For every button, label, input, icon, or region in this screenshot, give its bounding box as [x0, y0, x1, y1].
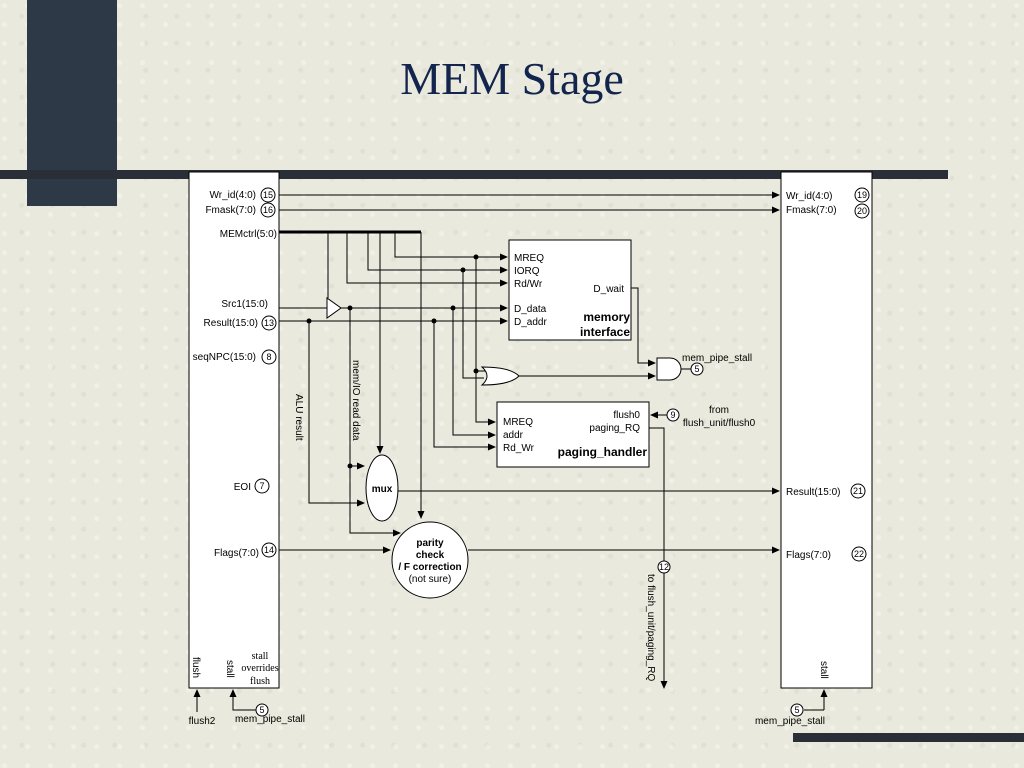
- alu-result-label: ALU result: [293, 394, 304, 441]
- num-label: 12: [659, 562, 669, 572]
- num-label: 22: [854, 549, 864, 559]
- memory-interface-block: [508, 239, 632, 341]
- num-circle: [690, 362, 704, 376]
- mi-input-iorq: IORQ: [514, 266, 540, 277]
- mem-pipe-stall-label-top: mem_pipe_stall: [682, 353, 752, 364]
- mux-element: [365, 454, 399, 522]
- left-port-src1: Src1(15:0): [221, 299, 268, 310]
- right-port-flags: Flags(7:0): [786, 550, 831, 561]
- left-flush-label: flush: [190, 657, 201, 678]
- or-gate: [480, 366, 520, 386]
- ph-input-addr: addr: [503, 430, 524, 441]
- junction-dot: [347, 463, 353, 469]
- num-circle: [261, 349, 277, 365]
- left-port-flags: Flags(7:0): [214, 548, 259, 559]
- left-port-eoi: EOI: [234, 482, 251, 493]
- mi-output-dwait: D_wait: [593, 284, 624, 295]
- paging-handler-block: [496, 401, 650, 468]
- num-label: 16: [263, 205, 273, 215]
- left-port-fmask: Fmask(7:0): [205, 205, 256, 216]
- junction-dot: [473, 254, 479, 260]
- mi-input-daddr: D_addr: [514, 317, 547, 328]
- parity-label-4: (not sure): [409, 574, 452, 585]
- num-circle: [657, 560, 671, 574]
- right-port-result: Result(15:0): [786, 487, 840, 498]
- junction-dot: [460, 267, 466, 273]
- ph-output-paging-rq: paging_RQ: [589, 423, 640, 434]
- num-label: 21: [853, 486, 863, 496]
- right-stall-label: stall: [818, 661, 829, 679]
- num-circle: [260, 202, 276, 218]
- parity-label-1: parity: [416, 538, 444, 549]
- num-circle: [854, 187, 870, 203]
- flush2-label: flush2: [189, 716, 216, 727]
- left-port-result: Result(15:0): [204, 318, 258, 329]
- mux-label: mux: [372, 484, 393, 495]
- parity-check-element: [391, 521, 469, 599]
- num-circle: [854, 203, 870, 219]
- junction-dot: [431, 318, 437, 324]
- junction-dot: [473, 368, 479, 374]
- left-pipeline-register: [188, 171, 280, 689]
- mi-input-mreq: MREQ: [514, 253, 544, 264]
- ph-input-rdwr: Rd_Wr: [503, 443, 535, 454]
- num-circle: [666, 408, 680, 422]
- ph-name: paging_handler: [558, 445, 648, 459]
- slide-title: MEM Stage: [400, 53, 624, 104]
- right-port-wr-id: Wr_id(4:0): [786, 191, 833, 202]
- junction-dot: [347, 305, 353, 311]
- num-label: 14: [264, 545, 274, 555]
- num-label: 5: [259, 705, 264, 715]
- left-stall-label: stall: [224, 660, 235, 678]
- mi-input-ddata: D_data: [514, 304, 547, 315]
- buffer-gate: [326, 297, 342, 319]
- num-circle: [850, 483, 866, 499]
- and-gate: [656, 357, 682, 381]
- ph-input-mreq: MREQ: [503, 417, 533, 428]
- num-circle: [260, 187, 276, 203]
- ph-output-flush0: flush0: [613, 410, 640, 421]
- parity-label-2: check: [416, 550, 445, 561]
- num-circle: [254, 478, 270, 494]
- num-label: 5: [794, 705, 799, 715]
- num-circle: [261, 542, 277, 558]
- stall-note-3: flush: [250, 676, 270, 687]
- mem-pipe-stall-label-bottom: mem_pipe_stall: [235, 714, 305, 725]
- mi-name-2: interface: [580, 325, 630, 339]
- num-label: 9: [670, 410, 675, 420]
- num-label: 15: [263, 190, 273, 200]
- right-pipeline-register: [780, 171, 873, 689]
- num-label: 19: [857, 190, 867, 200]
- from-source-label: flush_unit/flush0: [683, 418, 756, 429]
- num-circle: [255, 703, 269, 717]
- right-port-fmask: Fmask(7:0): [786, 205, 837, 216]
- mi-name-1: memory: [583, 310, 630, 324]
- title-underline-bar: [0, 170, 948, 179]
- to-flush-unit-label: to flush_unit/paging_RQ: [645, 574, 656, 682]
- left-port-memctrl: MEMctrl(5:0): [220, 229, 277, 240]
- bottom-accent-bar: [793, 733, 1024, 742]
- num-label: 20: [857, 206, 867, 216]
- num-circle: [851, 546, 867, 562]
- mem-pipe-stall-label-right: mem_pipe_stall: [755, 716, 825, 727]
- num-label: 7: [259, 481, 264, 491]
- mem-read-data-label: mem/IO read data: [350, 360, 361, 441]
- stall-note-1: stall: [252, 651, 269, 662]
- num-label: 13: [264, 318, 274, 328]
- num-circle: [790, 703, 804, 717]
- num-label: 8: [266, 352, 271, 362]
- num-circle: [261, 315, 277, 331]
- junction-dot: [306, 318, 312, 324]
- left-port-seqnpc: seqNPC(15:0): [193, 352, 256, 363]
- stall-note-2: overrides: [241, 663, 278, 674]
- num-label: 5: [694, 364, 699, 374]
- junction-dot: [450, 305, 456, 311]
- mi-input-rdwr: Rd/Wr: [514, 279, 543, 290]
- from-label: from: [709, 405, 729, 416]
- left-port-wr-id: Wr_id(4:0): [210, 190, 257, 201]
- parity-label-3: / F correction: [398, 562, 461, 573]
